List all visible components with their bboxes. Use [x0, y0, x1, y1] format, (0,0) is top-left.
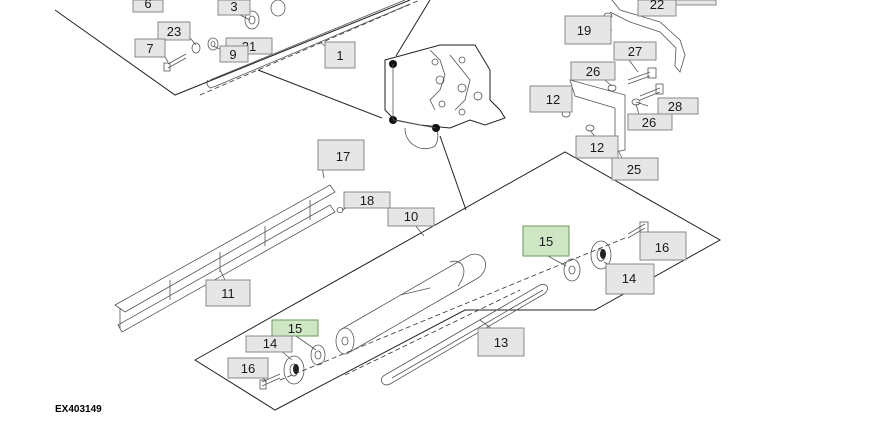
bearing-right [563, 221, 649, 282]
callout-25: 25 [611, 157, 659, 181]
svg-text:13: 13 [494, 335, 508, 350]
callout-12-left: 12 [529, 85, 573, 113]
side-frame-view [257, 0, 506, 211]
callout-12-bottom: 12 [575, 135, 619, 159]
svg-text:14: 14 [622, 271, 636, 286]
callout-18: 18 [343, 191, 391, 209]
figure-id: EX403149 [55, 404, 102, 415]
svg-text:16: 16 [655, 240, 669, 255]
svg-text:22: 22 [650, 0, 664, 12]
bearing-left [259, 344, 326, 390]
callout-23: 23 [157, 21, 191, 41]
callout-27: 27 [613, 41, 657, 61]
svg-text:11: 11 [221, 286, 235, 301]
svg-text:26: 26 [586, 64, 600, 79]
callout-6: 6 [132, 0, 164, 13]
svg-text:15: 15 [539, 234, 553, 249]
callout-22: 22 [637, 0, 677, 17]
svg-text:17: 17 [336, 149, 350, 164]
callout-19: 19 [564, 15, 612, 45]
lower-panel [194, 151, 722, 411]
svg-text:19: 19 [577, 23, 591, 38]
callout-17: 17 [317, 139, 365, 171]
callout-15-right: 15 [522, 225, 570, 257]
svg-text:1: 1 [336, 48, 343, 63]
svg-text:18: 18 [360, 193, 374, 208]
callout-14-left: 14 [245, 335, 293, 353]
svg-text:14: 14 [263, 336, 277, 351]
svg-text:25: 25 [627, 162, 641, 177]
callout-11: 11 [205, 279, 251, 307]
svg-text:16: 16 [241, 361, 255, 376]
svg-text:12: 12 [590, 140, 604, 155]
callout-3: 3 [217, 0, 251, 16]
svg-text:27: 27 [628, 44, 642, 59]
callout-13: 13 [477, 327, 525, 357]
svg-text:15: 15 [288, 321, 302, 336]
svg-text:28: 28 [668, 99, 682, 114]
svg-text:26: 26 [642, 115, 656, 130]
svg-text:6: 6 [144, 0, 151, 11]
svg-text:3: 3 [230, 0, 237, 14]
callout-26-top: 26 [570, 61, 616, 81]
svg-text:9: 9 [229, 47, 236, 62]
roller-assembly [335, 253, 486, 355]
callout-7: 7 [134, 38, 166, 58]
svg-text:7: 7 [146, 41, 153, 56]
top-left-panel [54, 0, 421, 96]
callout-10: 10 [387, 207, 435, 227]
callout-16-left: 16 [227, 357, 269, 379]
channel-rail [114, 162, 344, 333]
callout-16-right: 16 [639, 231, 687, 261]
shaft [381, 283, 548, 386]
callout-partial-box [675, 0, 717, 6]
hardware-cluster-top [163, 0, 286, 72]
svg-text:12: 12 [546, 92, 560, 107]
callout-28: 28 [657, 97, 699, 115]
callout-9: 9 [219, 45, 249, 63]
callout-14-right: 14 [605, 263, 655, 295]
callout-15-left: 15 [271, 319, 319, 337]
callout-1: 1 [324, 41, 356, 69]
callout-26-bottom: 26 [627, 113, 673, 131]
svg-text:23: 23 [167, 24, 181, 39]
svg-text:10: 10 [404, 209, 418, 224]
